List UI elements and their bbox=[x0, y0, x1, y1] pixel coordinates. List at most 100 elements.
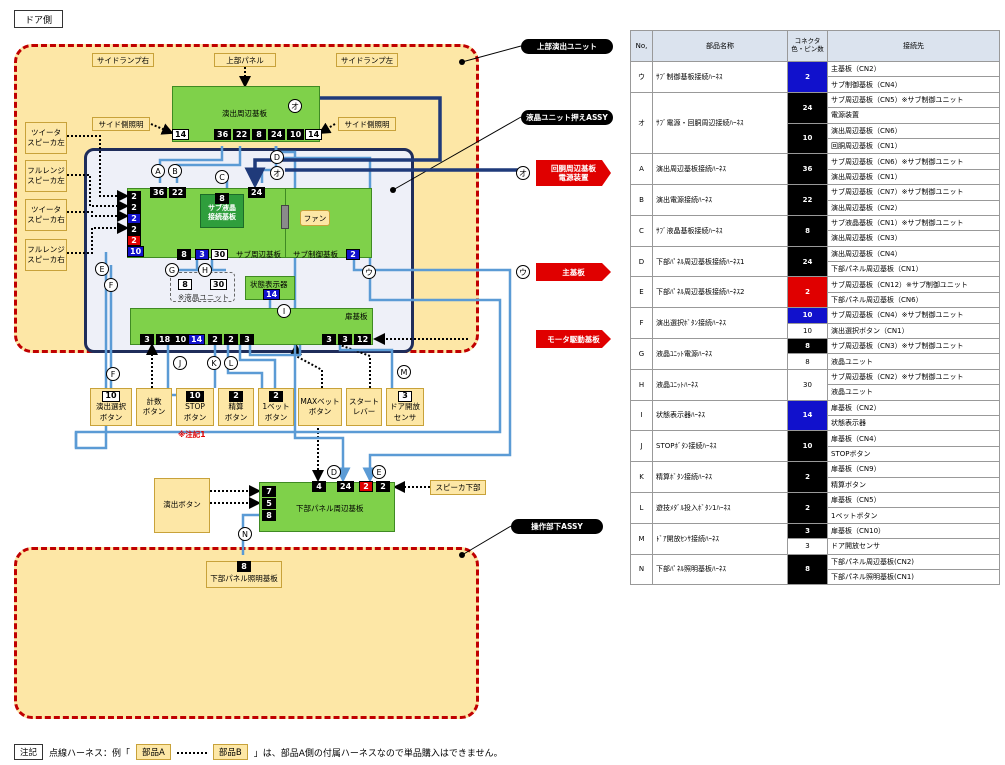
upper-unit-tag: 上部演出ユニット bbox=[521, 39, 613, 54]
row-part-name: 演出周辺基板接続ﾊｰﾈｽ bbox=[652, 153, 788, 186]
row-part-name: 遊技ﾒﾀﾞﾙ投入ﾎﾞﾀﾝ1ﾊｰﾈｽ bbox=[652, 491, 788, 524]
fullrange-speaker-right: フルレンジスピーカ右 bbox=[25, 239, 67, 271]
row-destination: 演出周辺基板（CN1） bbox=[827, 168, 1000, 186]
lcd-unit-label: ※液晶ユニット bbox=[178, 293, 230, 302]
table-row: 精算ボタン bbox=[631, 476, 1000, 493]
row-destination: 演出周辺基板（CN3） bbox=[827, 230, 1000, 247]
col-connector: コネクタ色・ピン数 bbox=[787, 30, 828, 62]
counter-l1: 計数 bbox=[146, 396, 162, 406]
sub-peripheral-label: サブ周辺基板 bbox=[236, 250, 281, 259]
settle-l2: ボタン bbox=[224, 412, 248, 422]
harness-d-bottom: D bbox=[327, 465, 341, 479]
effect-button: 演出ボタン bbox=[154, 478, 210, 533]
row-part-name: 下部ﾊﾟﾈﾙ周辺基板接続ﾊｰﾈｽ2 bbox=[652, 276, 788, 309]
row-part-name: ﾄﾞｱ開放ｾﾝｻ接続ﾊｰﾈｽ bbox=[652, 522, 788, 555]
row-destination: サブ周辺基板（CN7）※サブ制御ユニット bbox=[827, 184, 1000, 201]
peripheral-power-arrow: 回胴周辺基板電源装置 bbox=[536, 160, 611, 186]
row-no: E bbox=[630, 276, 653, 309]
row-no: J bbox=[630, 430, 653, 463]
row-no: L bbox=[630, 491, 653, 524]
row-connector: 10 bbox=[787, 122, 828, 155]
harness-k: K bbox=[207, 356, 221, 370]
motor-board-arrow: モータ駆動基板 bbox=[536, 330, 611, 348]
row-destination: 扉基板（CN4） bbox=[827, 430, 1000, 447]
row-connector: 10 bbox=[787, 430, 828, 463]
lower-top-conn-2-red: 2 bbox=[359, 481, 373, 492]
door-conn-18: 18 bbox=[156, 334, 174, 345]
effect-conn-14-right: 14 bbox=[305, 129, 323, 140]
stop-conn: 10 bbox=[186, 391, 204, 403]
harness-a: A bbox=[151, 164, 165, 178]
maxbet-l2: ボタン bbox=[308, 407, 332, 416]
sub-left-conn-1: 2 bbox=[127, 191, 141, 202]
row-part-name: 演出選択ﾎﾞﾀﾝ接続ﾊｰﾈｽ bbox=[652, 307, 788, 340]
row-destination: 下部パネル周辺基板（CN1） bbox=[827, 261, 1000, 278]
row-part-name: ｻﾌﾞ制御基板接続ﾊｰﾈｽ bbox=[652, 61, 788, 93]
effect-conn-10: 10 bbox=[287, 129, 305, 140]
side-light-left: サイド側照明 bbox=[92, 117, 150, 131]
footnote-prefix: 点線ハーネス：例「 bbox=[49, 748, 131, 759]
row-destination: 下部パネル周辺基板(CN2) bbox=[827, 553, 1000, 570]
footnote-suffix: 」は、部品A側の付属ハーネスなので単品購入はできません。 bbox=[253, 748, 503, 759]
row-destination: 演出周辺基板（CN2） bbox=[827, 199, 1000, 216]
row-destination: サブ周辺基板（CN2）※サブ制御ユニット bbox=[827, 368, 1000, 386]
harness-h: H bbox=[198, 263, 212, 277]
door-sensor-l2: センサ bbox=[393, 412, 417, 422]
harness-e-left: E bbox=[95, 262, 109, 276]
row-destination: 扉基板（CN9） bbox=[827, 461, 1000, 478]
row-destination: サブ周辺基板（CN3）※サブ制御ユニット bbox=[827, 338, 1000, 355]
row-connector: 10 bbox=[787, 307, 828, 324]
row-destination: サブ制御基板（CN4） bbox=[827, 76, 1000, 93]
harness-o-top: オ bbox=[288, 99, 302, 113]
sub-left-conn-4: 2 bbox=[127, 224, 141, 235]
maxbet-l1: MAXベット bbox=[300, 396, 340, 406]
harness-o-right: オ bbox=[516, 166, 530, 180]
fullrange-left-l1: フルレンジ bbox=[27, 165, 65, 175]
row-no: D bbox=[630, 245, 653, 278]
row-connector: 8 bbox=[787, 553, 828, 586]
heatsink bbox=[281, 205, 289, 229]
effect-board-label: 演出周辺基板 bbox=[222, 109, 267, 118]
harness-m: M bbox=[397, 365, 411, 379]
row-no: H bbox=[630, 368, 653, 401]
side-lamp-right: サイドランプ右 bbox=[92, 53, 154, 67]
side-lamp-left: サイドランプ左 bbox=[336, 53, 398, 67]
lower-light-label: 下部パネル照明基板 bbox=[210, 573, 278, 583]
lcd-conn-8: 8 bbox=[178, 279, 192, 290]
row-destination: 状態表示器 bbox=[827, 414, 1000, 432]
row-destination: 主基板（CN2） bbox=[827, 60, 1000, 78]
row-destination: サブ周辺基板（CN5）※サブ制御ユニット bbox=[827, 91, 1000, 109]
effect-conn-22: 22 bbox=[233, 129, 251, 140]
lower-panel-board-label: 下部パネル周辺基板 bbox=[296, 504, 364, 513]
door-conn-14: 14 bbox=[188, 334, 206, 345]
sub-conn-36: 36 bbox=[150, 187, 168, 198]
row-destination: 演出周辺基板（CN4） bbox=[827, 245, 1000, 263]
row-connector: 2 bbox=[787, 61, 828, 93]
harness-c: C bbox=[215, 170, 229, 184]
effect-select-l2: ボタン bbox=[99, 412, 123, 422]
power-supply-label: 電源装置 bbox=[558, 173, 589, 182]
counter-button: 計数ボタン bbox=[136, 388, 172, 426]
tweeter-speaker-left: ツイータスピーカ左 bbox=[25, 122, 67, 154]
door-conn-10: 10 bbox=[172, 334, 190, 345]
harness-d-top: D bbox=[270, 150, 284, 164]
harness-l: L bbox=[224, 356, 238, 370]
status-conn-14: 14 bbox=[263, 289, 281, 300]
col-no: No, bbox=[630, 30, 653, 62]
row-destination: 精算ボタン bbox=[827, 476, 1000, 493]
row-connector: 3 bbox=[787, 522, 828, 540]
fan: ファン bbox=[300, 210, 330, 226]
harness-n: N bbox=[238, 527, 252, 541]
lower-conn-5: 5 bbox=[262, 498, 276, 509]
table-row: サブ制御基板（CN4） bbox=[631, 76, 1000, 93]
col-destination: 接続先 bbox=[827, 30, 1000, 62]
sub-control-label: サブ制御基板 bbox=[293, 250, 338, 259]
